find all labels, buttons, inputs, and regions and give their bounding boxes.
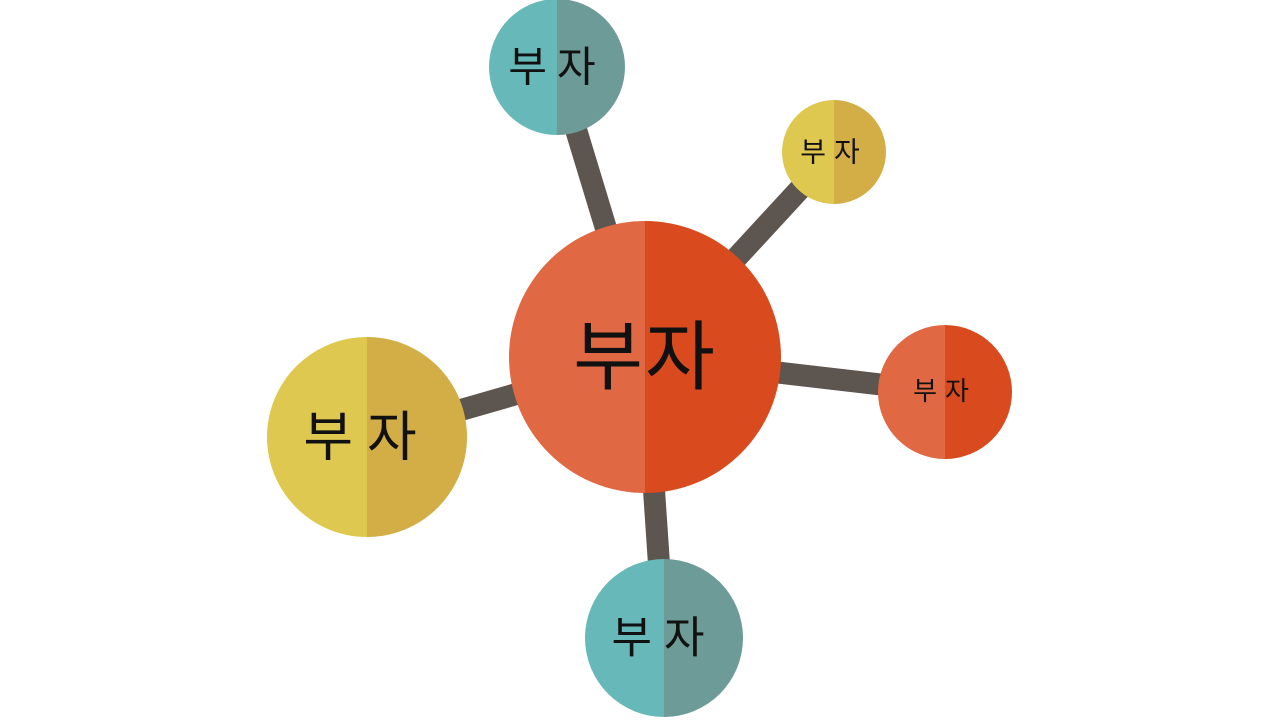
node-hub-label: 부자 [573, 313, 717, 402]
node-left-label: 부자 [303, 406, 430, 469]
node-right-label: 부자 [913, 377, 977, 407]
node-top-right-label: 부자 [800, 136, 868, 169]
node-right: 부자 [878, 325, 1012, 459]
node-hub: 부자 [509, 221, 781, 493]
node-bottom-label: 부자 [612, 613, 717, 664]
node-top: 부자 [489, 0, 625, 135]
node-top-label: 부자 [508, 43, 605, 92]
node-bottom: 부자 [585, 559, 743, 717]
node-top-right: 부자 [782, 100, 886, 204]
node-left: 부자 [267, 337, 467, 537]
